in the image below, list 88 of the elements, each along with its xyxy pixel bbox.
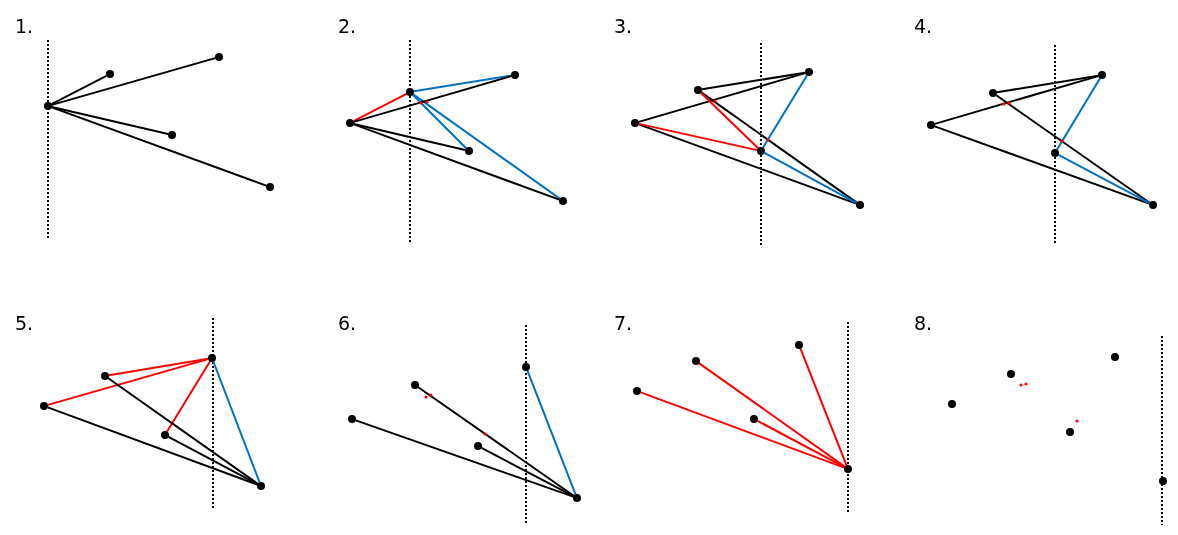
connector-line (50, 105, 170, 136)
point-dot (1159, 477, 1167, 485)
connector-line (46, 406, 259, 486)
connector-line (995, 74, 1100, 94)
point-dot (757, 147, 765, 155)
connector-line (698, 362, 846, 468)
point-dot (573, 494, 581, 502)
point-dot (1149, 201, 1157, 209)
connector-line (799, 347, 848, 467)
connector-line (639, 391, 846, 469)
step-number: 1. (15, 17, 34, 36)
point-dot (44, 102, 52, 110)
connector-line (756, 419, 846, 469)
connector-line (699, 91, 760, 150)
connector-line (46, 358, 210, 406)
point-dot (208, 354, 216, 362)
connector-line (637, 123, 858, 205)
connector-line (107, 377, 259, 485)
connector-line (700, 91, 858, 204)
connector-line (166, 360, 211, 433)
point-dot (1007, 370, 1015, 378)
point-dot (927, 121, 935, 129)
step-number: 6. (338, 314, 357, 333)
point-dot (694, 86, 702, 94)
connector-line (411, 93, 468, 150)
point-dot (522, 363, 530, 371)
point-dot (346, 119, 354, 127)
point-dot (559, 197, 567, 205)
connector-line (352, 92, 408, 123)
connector-line (480, 446, 575, 498)
point-dot (692, 357, 700, 365)
point-dot (348, 415, 356, 423)
connector-line (412, 93, 561, 200)
connector-line (637, 72, 807, 123)
point-dot (1051, 149, 1059, 157)
point-dot (844, 465, 852, 473)
connector-line (50, 57, 217, 106)
connector-line (763, 151, 858, 205)
connector-line (50, 74, 108, 106)
point-dot (805, 68, 813, 76)
step-number: 7. (614, 314, 633, 333)
point-dot (1098, 71, 1106, 79)
connector-line (50, 106, 268, 187)
point-dot (106, 70, 114, 78)
connector-line (417, 386, 575, 497)
connector-line (1057, 153, 1151, 205)
point-dot (161, 431, 169, 439)
point-dot (631, 119, 639, 127)
point-dot (948, 400, 956, 408)
connector-line (212, 360, 261, 484)
point-dot (856, 201, 864, 209)
point-dot (474, 442, 482, 450)
point-dot (266, 183, 274, 191)
connector-line (995, 94, 1151, 204)
connector-line (352, 122, 467, 152)
point-dot (411, 381, 419, 389)
point-dot (795, 341, 803, 349)
step-number: 3. (614, 17, 633, 36)
connector-line (412, 74, 513, 93)
step-number: 4. (914, 17, 933, 36)
point-dot (633, 387, 641, 395)
connector-line (1056, 77, 1101, 151)
step-number: 8. (914, 314, 933, 333)
connector-line (352, 75, 513, 123)
point-dot (750, 415, 758, 423)
point-dot (168, 131, 176, 139)
connector-line (352, 123, 561, 201)
connector-line (107, 357, 210, 377)
connector-line (700, 71, 807, 91)
point-dot (1111, 353, 1119, 361)
point-dot (465, 147, 473, 155)
connector-line (762, 74, 808, 149)
connector-line (933, 125, 1151, 205)
connector-line (167, 435, 259, 486)
point-dot (215, 53, 223, 61)
point-dot (257, 482, 265, 490)
connector-line (933, 75, 1100, 125)
point-dot (40, 402, 48, 410)
connector-line (354, 419, 575, 498)
point-dot (511, 71, 519, 79)
point-dot (101, 372, 109, 380)
step-number: 5. (15, 314, 34, 333)
point-dot (1066, 428, 1074, 436)
step-number: 2. (338, 17, 357, 36)
connector-line (526, 369, 577, 496)
point-dot (406, 88, 414, 96)
point-dot (989, 89, 997, 97)
connector-line (637, 122, 759, 152)
